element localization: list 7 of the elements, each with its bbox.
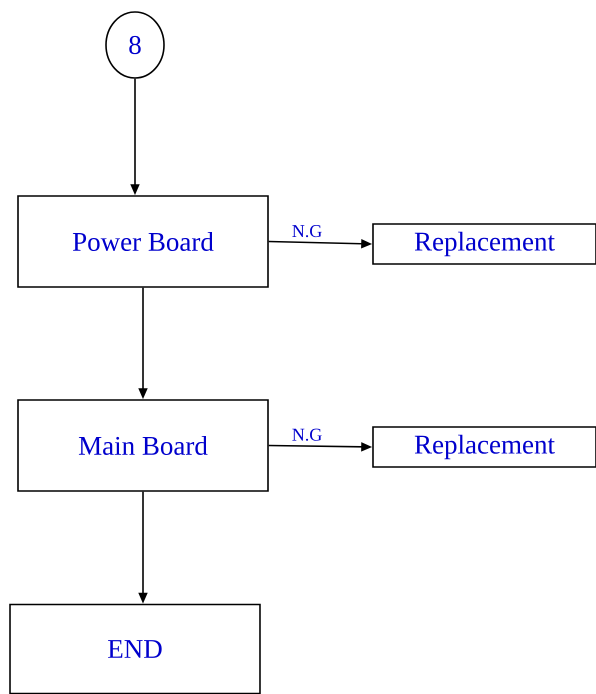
edge-label: N.G [292, 225, 322, 238]
edge-label: N.G [292, 428, 322, 441]
process-box: Replacement [372, 426, 596, 468]
process-box: Main Board [17, 399, 269, 492]
process-box: Power Board [17, 195, 269, 288]
process-box: END [9, 604, 261, 694]
process-box: Replacement [372, 223, 596, 265]
